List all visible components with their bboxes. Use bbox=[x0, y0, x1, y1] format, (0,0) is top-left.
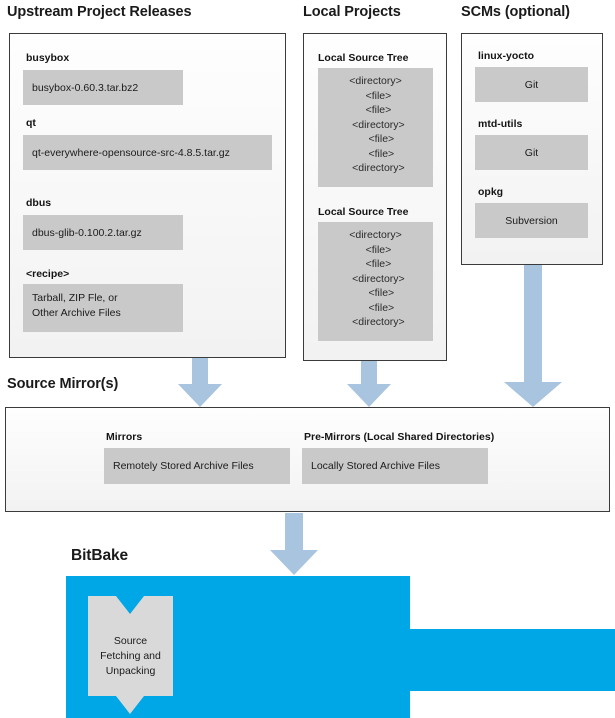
local-tree-0-label: Local Source Tree bbox=[318, 52, 409, 64]
source-fetching-text-wrap: Source Fetching and Unpacking bbox=[88, 596, 173, 715]
mirrors-chip: Remotely Stored Archive Files bbox=[104, 448, 290, 484]
tree-1-line-3: <directory> bbox=[346, 272, 405, 285]
fetch-line-2: Fetching and bbox=[100, 650, 161, 662]
pre-mirrors-chip: Locally Stored Archive Files bbox=[302, 448, 488, 484]
bitbake-tail bbox=[408, 629, 615, 691]
upstream-item-3-line1: Tarball, ZIP Fle, or bbox=[32, 292, 118, 304]
scms-item-0-label: linux-yocto bbox=[478, 50, 535, 62]
local-tree-1-chip: <directory> <file> <file> <directory> <f… bbox=[318, 222, 433, 341]
upstream-heading: Upstream Project Releases bbox=[7, 4, 192, 20]
local-projects-panel: Local Source Tree <directory> <file> <fi… bbox=[303, 33, 447, 361]
mirrors-label: Mirrors bbox=[106, 431, 143, 443]
scms-item-1-chip: Git bbox=[475, 135, 588, 170]
arrow-local-projects-to-mirrors bbox=[347, 361, 391, 407]
scms-item-2-label: opkg bbox=[478, 186, 504, 198]
scms-panel: linux-yocto Git mtd-utils Git opkg Subve… bbox=[461, 33, 603, 265]
scms-item-0-chip: Git bbox=[475, 67, 588, 102]
tree-1-line-5: <file> bbox=[356, 301, 395, 314]
tree-1-line-0: <directory> bbox=[349, 229, 402, 241]
upstream-item-1-label: qt bbox=[26, 117, 36, 129]
arrow-scms-to-mirrors bbox=[504, 265, 562, 407]
pre-mirrors-label: Pre-Mirrors (Local Shared Directories) bbox=[304, 431, 495, 443]
upstream-item-3-line2: Other Archive Files bbox=[32, 307, 121, 319]
local-tree-0-chip: <directory> <file> <file> <directory> <f… bbox=[318, 68, 433, 187]
tree-1-line-2: <file> bbox=[359, 258, 392, 270]
tree-0-line-6: <directory> bbox=[346, 162, 405, 174]
upstream-item-1-chip: qt-everywhere-opensource-src-4.8.5.tar.g… bbox=[23, 135, 272, 170]
fetch-line-3: Unpacking bbox=[105, 665, 156, 677]
tree-0-line-4: <file> bbox=[356, 133, 395, 145]
tree-0-line-5: <file> bbox=[356, 147, 395, 160]
upstream-panel: busybox busybox-0.60.3.tar.bz2 qt qt-eve… bbox=[9, 33, 286, 358]
tree-0-line-2: <file> bbox=[359, 104, 392, 116]
upstream-item-0-chip: busybox-0.60.3.tar.bz2 bbox=[23, 70, 183, 105]
scms-item-2-chip: Subversion bbox=[475, 203, 588, 238]
upstream-item-3-chip: Tarball, ZIP Fle, or Other Archive Files bbox=[23, 284, 183, 332]
tree-0-line-0: <directory> bbox=[349, 75, 402, 87]
arrow-upstream-to-mirrors bbox=[178, 358, 222, 407]
local-projects-heading: Local Projects bbox=[303, 4, 401, 20]
local-tree-1-label: Local Source Tree bbox=[318, 206, 409, 218]
upstream-item-2-chip: dbus-glib-0.100.2.tar.gz bbox=[23, 215, 183, 250]
bitbake-heading: BitBake bbox=[71, 547, 129, 564]
source-mirrors-panel: Mirrors Remotely Stored Archive Files Pr… bbox=[5, 407, 610, 512]
source-fetching-box bbox=[88, 596, 173, 714]
fetch-line-1: Source bbox=[113, 635, 148, 647]
tree-1-line-6: <directory> bbox=[346, 316, 405, 328]
source-mirrors-heading: Source Mirror(s) bbox=[7, 376, 119, 392]
upstream-item-0-label: busybox bbox=[26, 52, 70, 64]
upstream-item-3-label: <recipe> bbox=[26, 268, 70, 280]
tree-1-line-4: <file> bbox=[356, 287, 395, 299]
tree-0-line-1: <file> bbox=[359, 89, 392, 102]
tree-1-line-1: <file> bbox=[359, 243, 392, 256]
upstream-item-2-label: dbus bbox=[26, 197, 52, 209]
tree-0-line-3: <directory> bbox=[346, 118, 405, 131]
scms-heading: SCMs (optional) bbox=[461, 4, 570, 20]
arrow-mirrors-to-bitbake bbox=[270, 513, 318, 575]
scms-item-1-label: mtd-utils bbox=[478, 118, 523, 130]
